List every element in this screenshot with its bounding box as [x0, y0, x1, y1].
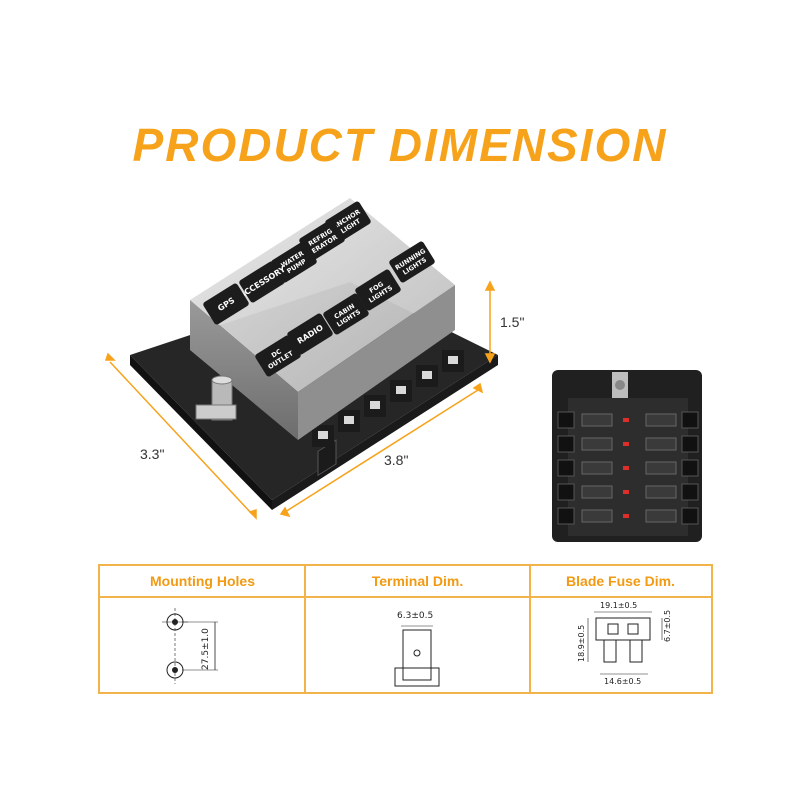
width-dimension: 3.8": [384, 452, 409, 468]
top-view-fuse-slot: [645, 413, 677, 427]
top-view-fuse-slot: [581, 437, 613, 451]
header-blade-fuse-dim: Blade Fuse Dim.: [530, 566, 711, 598]
terminal-studs: [312, 350, 464, 447]
dimension-lines: [104, 280, 496, 520]
top-view-fuse-slot: [581, 509, 613, 523]
height-dimension: 1.5": [500, 314, 525, 330]
dimension-table: Mounting Holes Terminal Dim. Blade Fuse …: [98, 564, 713, 694]
top-view-fuse-slot: [645, 461, 677, 475]
ground-stud: [195, 375, 237, 421]
blade-fuse-drawing: 19.1±0.5 18.9±0.5 6.7±0.5 14.6±0.5: [577, 601, 672, 686]
top-view-fuse-rows: [557, 411, 699, 525]
top-view-fuse-slot: [645, 485, 677, 499]
fuse-label-tag: RADIO: [287, 313, 333, 355]
fuse-box-illustration: ANCHORLIGHTREFRIGERATORWATERPUMPACCESSOR…: [104, 198, 702, 542]
top-view-terminal: [681, 411, 699, 429]
fuse-bottom-width-label: 14.6±0.5: [604, 677, 641, 686]
fuse-top-width-label: 19.1±0.5: [600, 601, 637, 610]
fuse-blade-height-label: 6.7±0.5: [663, 610, 672, 642]
table-divider: [304, 566, 306, 692]
top-view-terminal: [681, 435, 699, 453]
mounting-spacing-label: 27.5±1.0: [201, 628, 211, 670]
top-view-terminal: [681, 459, 699, 477]
top-view-led: [623, 490, 629, 494]
top-view-led: [623, 514, 629, 518]
terminal-drawing: 6.3±0.5: [394, 611, 440, 687]
top-view-terminal: [681, 483, 699, 501]
top-view-terminal: [557, 507, 575, 525]
top-view-terminal: [557, 435, 575, 453]
clear-lid: [190, 198, 455, 440]
top-view-fuse-slot: [581, 461, 613, 475]
fuse-height-label: 18.9±0.5: [577, 625, 586, 662]
top-view-fuse-slot: [581, 485, 613, 499]
top-view-led: [623, 466, 629, 470]
header-mounting-holes: Mounting Holes: [100, 566, 305, 598]
depth-dimension: 3.3": [140, 446, 165, 462]
top-view-led: [623, 442, 629, 446]
top-view-terminal: [557, 411, 575, 429]
top-view-fuse-slot: [645, 437, 677, 451]
top-view-led: [623, 418, 629, 422]
top-view-terminal: [681, 507, 699, 525]
terminal-width-label: 6.3±0.5: [397, 611, 433, 621]
mounting-holes-drawing: 27.5±1.0: [162, 608, 218, 684]
fuse-label-group: ANCHORLIGHTREFRIGERATORWATERPUMPACCESSOR…: [203, 201, 435, 377]
top-view-terminal: [557, 483, 575, 501]
header-terminal-dim: Terminal Dim.: [305, 566, 530, 598]
top-view-fuse-slot: [581, 413, 613, 427]
fuse-label-tag: GPS: [203, 283, 249, 325]
page-title: PRODUCT DIMENSION: [132, 119, 668, 171]
table-divider: [529, 566, 531, 692]
top-view-fuse-slot: [645, 509, 677, 523]
top-view-terminal: [557, 459, 575, 477]
